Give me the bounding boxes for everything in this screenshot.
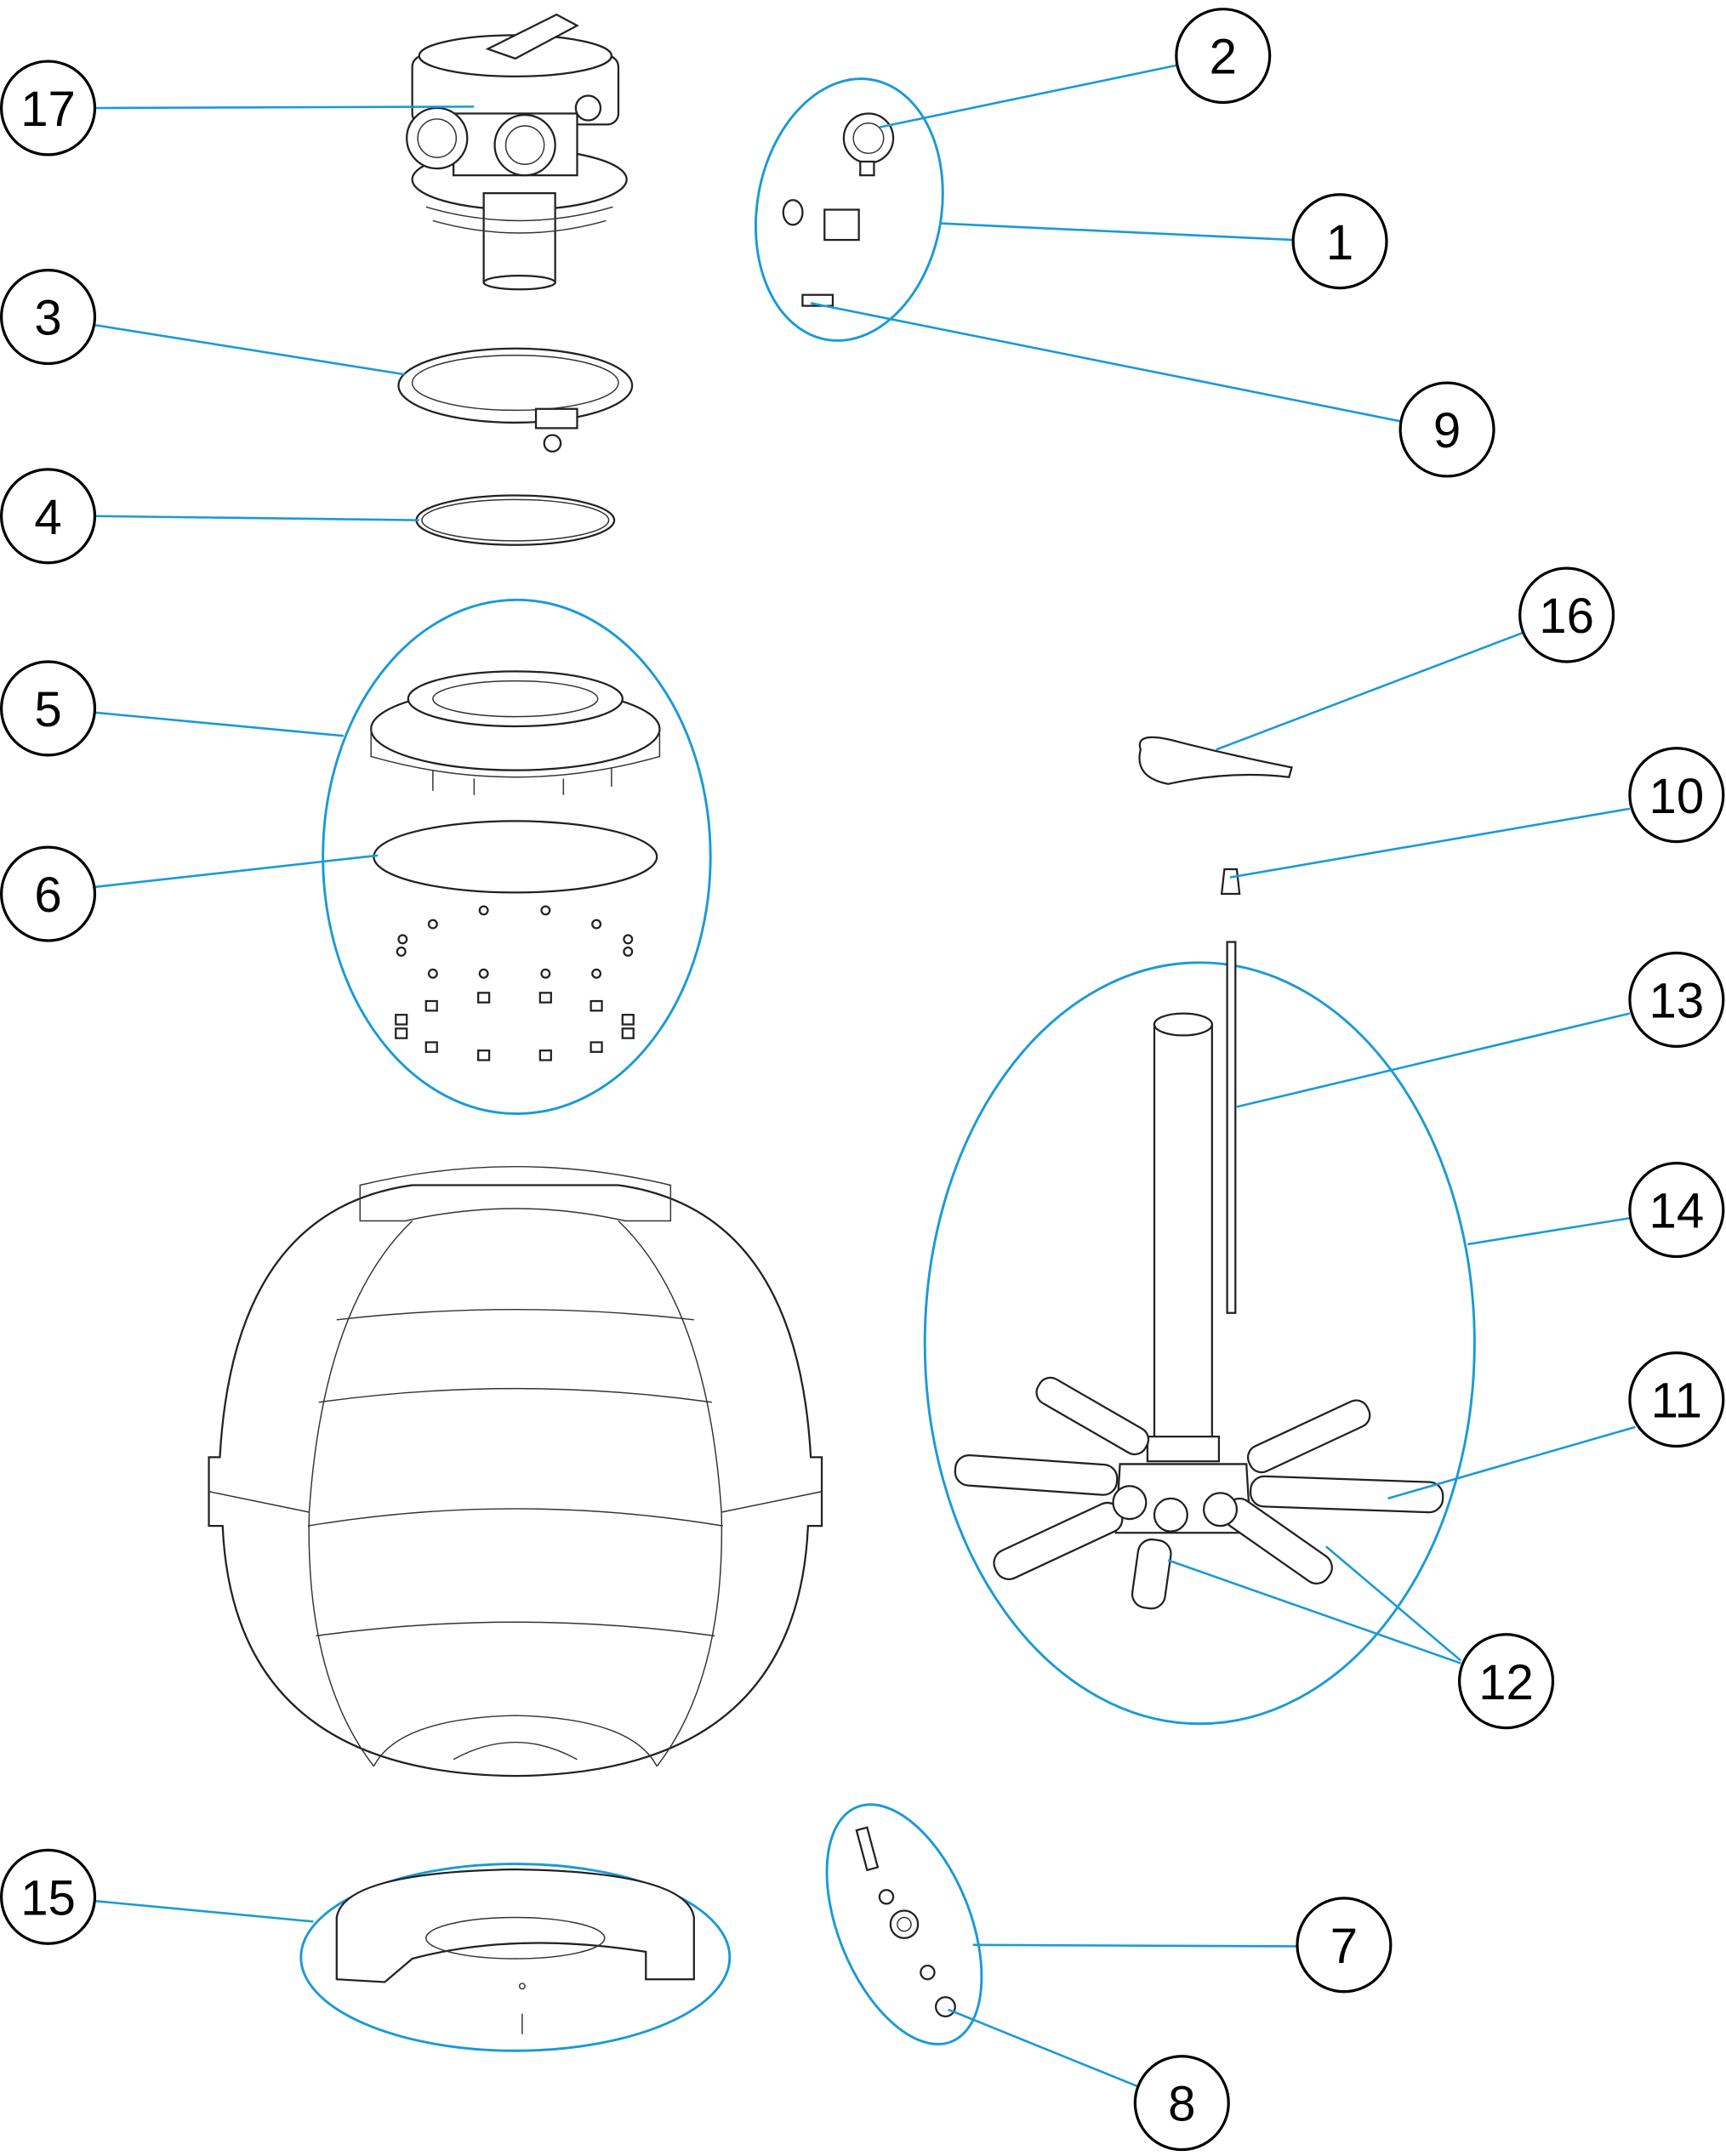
svg-text:3: 3: [34, 291, 61, 346]
callout-8: 8: [1133, 2055, 1230, 2152]
air-vent-nozzle: [1220, 868, 1241, 896]
svg-text:10: 10: [1649, 769, 1705, 824]
svg-text:11: 11: [1651, 1374, 1702, 1429]
callout-12: 12: [1457, 1633, 1555, 1730]
svg-text:14: 14: [1649, 1184, 1705, 1239]
callout-1: 1: [1291, 193, 1388, 290]
callout-9: 9: [1398, 381, 1495, 478]
strap: [1138, 736, 1293, 785]
svg-text:12: 12: [1478, 1655, 1534, 1710]
callout-2: 2: [1175, 8, 1272, 105]
group-collector-nozzles: [322, 598, 712, 1115]
group-gauge-parts: [754, 77, 944, 342]
drain-parts: [855, 1826, 956, 2017]
callout-11: 11: [1628, 1351, 1725, 1448]
svg-text:5: 5: [34, 682, 61, 737]
lateral-assembly: [954, 941, 1444, 1610]
group-laterals: [923, 961, 1476, 1726]
svg-text:17: 17: [20, 82, 76, 137]
svg-text:15: 15: [20, 1870, 76, 1926]
svg-text:2: 2: [1210, 30, 1237, 85]
svg-text:7: 7: [1330, 1919, 1358, 1974]
clamp-ring: [397, 347, 634, 452]
multiport-valve: [406, 13, 628, 291]
callout-3: 3: [0, 269, 97, 366]
callout-14: 14: [1628, 1162, 1725, 1259]
callout-5: 5: [0, 660, 97, 757]
svg-text:1: 1: [1326, 215, 1353, 270]
nozzles: [395, 905, 635, 1061]
callout-6: 6: [0, 845, 97, 942]
group-drain-parts: [825, 1803, 983, 2045]
group-base: [299, 1863, 732, 2052]
base: [335, 1868, 695, 2034]
svg-text:13: 13: [1649, 974, 1705, 1029]
collector-top: [370, 670, 661, 795]
o-ring-valve: [415, 494, 616, 546]
o-ring-collector: [373, 820, 658, 894]
svg-text:9: 9: [1433, 403, 1461, 458]
callout-7: 7: [1296, 1897, 1393, 1994]
filter-tank: [208, 1165, 823, 1778]
callout-13: 13: [1628, 951, 1725, 1048]
callout-4: 4: [0, 468, 97, 565]
svg-text:16: 16: [1539, 589, 1594, 644]
gauge-parts: [782, 112, 895, 307]
leader-lines: [94, 64, 1636, 2088]
callout-15: 15: [0, 1848, 97, 1945]
callout-10: 10: [1628, 747, 1725, 844]
svg-text:8: 8: [1168, 2077, 1195, 2132]
callout-17: 17: [0, 60, 97, 156]
svg-text:4: 4: [34, 490, 61, 545]
svg-text:6: 6: [34, 868, 61, 923]
callout-16: 16: [1518, 566, 1615, 663]
